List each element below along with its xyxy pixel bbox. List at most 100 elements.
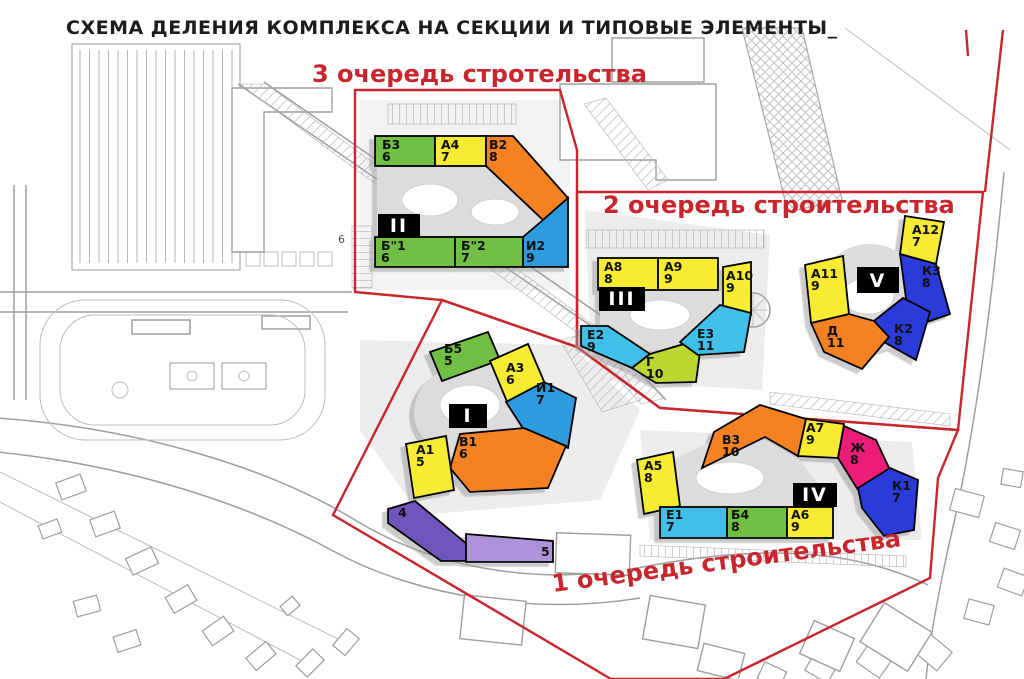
numeral-plate-i bbox=[449, 404, 487, 428]
segment-a7-name: А7 bbox=[806, 420, 824, 435]
numeral-v: V bbox=[870, 270, 887, 292]
numeral-iii: III bbox=[608, 288, 635, 310]
numeral-ii: II bbox=[390, 215, 408, 237]
building-iv-labels: В3 10 А7 9 Ж 8 К1 7 А5 8 Е1 7 Б4 8 А6 9 … bbox=[644, 420, 911, 534]
segment-bq2-name: Б"2 bbox=[461, 238, 486, 253]
building-iv bbox=[636, 404, 919, 539]
building-iii bbox=[580, 257, 753, 384]
road-number-label: 6 bbox=[338, 233, 345, 246]
segment-v2-name: В2 bbox=[489, 137, 507, 152]
segment-bq1-floors: 6 bbox=[381, 250, 390, 265]
segment-a9-name: А9 bbox=[664, 259, 682, 274]
segment-a11-floors: 9 bbox=[811, 278, 820, 293]
building-footprints bbox=[459, 531, 933, 679]
segment-v3-name: В3 bbox=[722, 432, 740, 447]
segment-v2-floors: 8 bbox=[489, 149, 498, 164]
segment-a6-floors: 9 bbox=[791, 519, 800, 534]
segment-k3-floors: 8 bbox=[922, 275, 931, 290]
zone-phase-1 bbox=[331, 298, 960, 679]
zone-offscreen-edge bbox=[964, 29, 1005, 193]
segment-a6-name: А6 bbox=[791, 507, 810, 522]
building-ii bbox=[374, 135, 570, 268]
segment-b-quote-1 bbox=[374, 236, 456, 268]
segment-e2-name: Е2 bbox=[587, 327, 604, 342]
building-top-center bbox=[611, 37, 705, 83]
numeral-plate-iii bbox=[599, 287, 645, 311]
segment-i1-floors: 7 bbox=[536, 392, 545, 407]
segment-g-name: Г bbox=[646, 354, 654, 369]
building-i-labels: Б5 5 А3 6 И1 7 В1 6 А1 5 I bbox=[416, 341, 555, 469]
numeral-i: I bbox=[463, 405, 472, 427]
segment-k2-floors: 8 bbox=[894, 333, 903, 348]
segment-a7-floors: 9 bbox=[806, 432, 815, 447]
segment-a8-floors: 8 bbox=[604, 271, 613, 286]
segment-i2-floors: 9 bbox=[526, 250, 535, 265]
segment-a9-floors: 9 bbox=[664, 271, 673, 286]
segment-g-floors: 10 bbox=[646, 366, 664, 381]
segment-zh-name: Ж bbox=[850, 440, 866, 455]
segment-a10-name: А10 bbox=[726, 268, 753, 283]
segment-i1 bbox=[504, 380, 577, 450]
lattice-structure bbox=[741, 27, 843, 213]
segment-d-name: Д bbox=[827, 323, 838, 338]
segment-k1-floors: 7 bbox=[892, 490, 901, 505]
segment-v1 bbox=[449, 427, 568, 493]
building-iii-labels: А8 8 А9 9 А10 9 Е2 9 Г 10 Е3 11 III bbox=[587, 259, 753, 381]
segment-b5-floors: 5 bbox=[444, 353, 453, 368]
segment-a1-name: А1 bbox=[416, 442, 434, 457]
segment-a4-name: А4 bbox=[441, 137, 460, 152]
l-building bbox=[231, 87, 333, 253]
segment-b4 bbox=[726, 506, 788, 539]
purple-blocks bbox=[387, 500, 554, 563]
segment-a10-floors: 9 bbox=[726, 280, 735, 295]
segment-k1-name: К1 bbox=[892, 478, 911, 493]
segment-k1 bbox=[856, 466, 919, 537]
segment-4-label: 4 bbox=[398, 505, 407, 520]
segment-e3 bbox=[678, 304, 753, 356]
parking-boxes bbox=[245, 251, 333, 267]
segment-a3-floors: 6 bbox=[506, 372, 515, 387]
segment-k3-name: К3 bbox=[922, 263, 941, 278]
segment-i1-name: И1 bbox=[536, 380, 555, 395]
segment-v3-floors: 10 bbox=[722, 444, 740, 459]
segment-a3-name: А3 bbox=[506, 360, 524, 375]
segment-a11-name: А11 bbox=[811, 266, 838, 281]
segment-5-label: 5 bbox=[541, 544, 550, 559]
segment-d-floors: 11 bbox=[827, 335, 844, 350]
segment-a9 bbox=[657, 257, 719, 291]
cottage-footprints bbox=[37, 467, 1024, 679]
segment-a12-name: А12 bbox=[912, 222, 939, 237]
segment-e1-name: Е1 bbox=[666, 507, 683, 522]
segment-b-quote-2 bbox=[454, 236, 524, 268]
slab-2 bbox=[261, 315, 311, 330]
segment-a4-floors: 7 bbox=[441, 149, 450, 164]
segment-a1-floors: 5 bbox=[416, 454, 425, 469]
segment-a6 bbox=[786, 506, 834, 539]
segment-e1-floors: 7 bbox=[666, 519, 675, 534]
segment-e2-floors: 9 bbox=[587, 339, 596, 354]
segment-b3-name: Б3 bbox=[382, 137, 400, 152]
segment-bq1-name: Б"1 bbox=[381, 238, 406, 253]
segment-e3-name: Е3 bbox=[697, 326, 714, 341]
numeral-plate-v bbox=[857, 267, 899, 293]
segment-zh bbox=[837, 424, 892, 492]
segment-v1-floors: 6 bbox=[459, 446, 468, 461]
building-ii-labels: Б3 6 А4 7 В2 8 Б"1 6 Б"2 7 И2 9 II bbox=[378, 137, 545, 265]
building-v-labels: А12 7 К3 8 К2 8 Д 11 А11 9 V bbox=[811, 222, 941, 350]
segment-b5-name: Б5 bbox=[444, 341, 462, 356]
sports-area bbox=[39, 299, 326, 441]
segment-a12-floors: 7 bbox=[912, 234, 921, 249]
segment-k2-name: К2 bbox=[894, 321, 913, 336]
phase-3-caption: 3 очередь стротельства bbox=[312, 60, 647, 88]
phase-2-caption: 2 очередь строительства bbox=[603, 191, 955, 219]
segment-a1 bbox=[404, 434, 456, 500]
numeral-plate-ii bbox=[378, 214, 420, 238]
segment-a4 bbox=[434, 135, 487, 167]
segment-b3 bbox=[374, 135, 436, 167]
numeral-iv: IV bbox=[802, 484, 828, 506]
segment-5 bbox=[465, 533, 554, 563]
segment-i2-name: И2 bbox=[526, 238, 545, 253]
numeral-plate-iv bbox=[793, 483, 837, 507]
segment-a5-floors: 8 bbox=[644, 470, 653, 485]
